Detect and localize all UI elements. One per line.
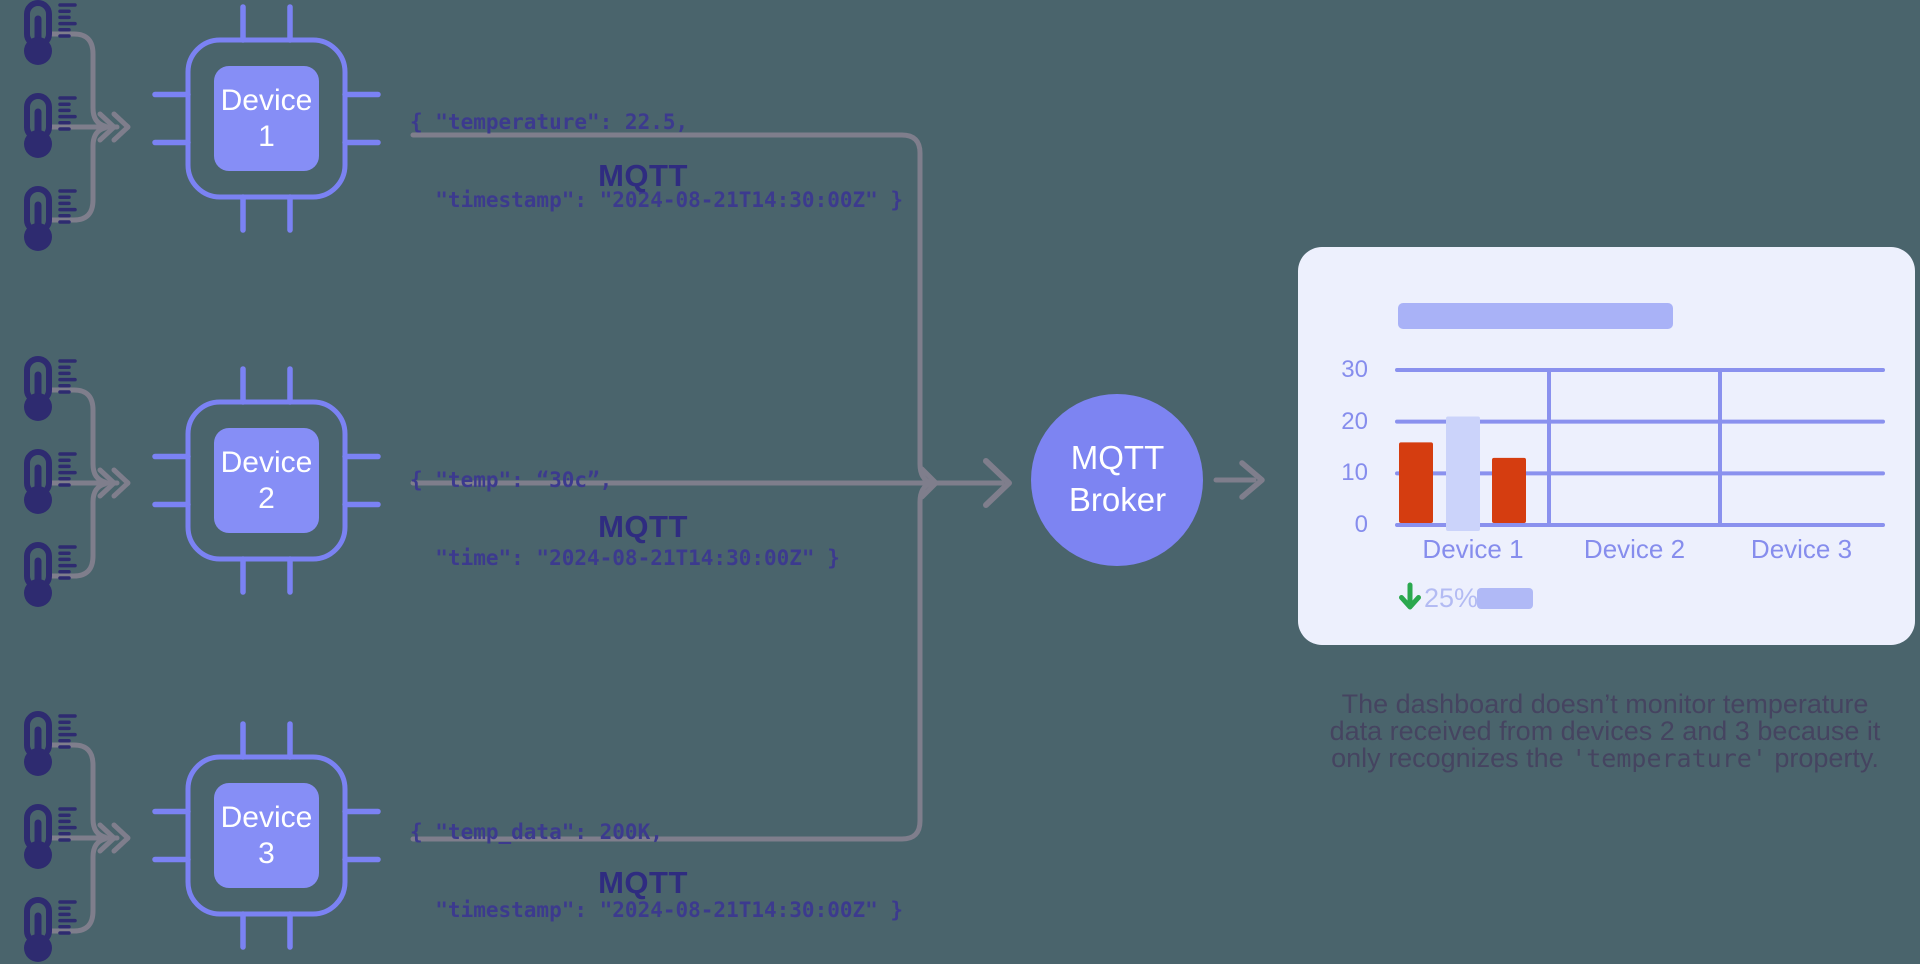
sensor-group xyxy=(24,356,131,607)
merge-arrow-icon xyxy=(97,467,131,499)
x-axis-category-label: Device 3 xyxy=(1750,534,1853,564)
dashboard-card xyxy=(1298,247,1915,645)
merge-arrow-icon xyxy=(97,111,131,143)
device-3-payload: { "temp_data": 200K, "timestamp": "2024-… xyxy=(410,767,903,964)
y-axis-tick-label: 0 xyxy=(1354,511,1368,538)
merge-arrow-icon xyxy=(919,466,939,500)
caption-line-3-prefix: only recognizes the xyxy=(1331,743,1572,773)
caption-line-2: data received from devices 2 and 3 becau… xyxy=(1329,716,1881,746)
merge-connector xyxy=(47,742,108,840)
broker-label-line2: Broker xyxy=(1068,481,1167,518)
x-axis-category-label: Device 1 xyxy=(1422,534,1524,564)
chart-bars xyxy=(1399,416,1526,531)
mqtt-protocol-label-1: MQTT xyxy=(598,158,688,193)
y-axis-tick-label: 20 xyxy=(1341,407,1368,435)
caption-line-1: The dashboard doesn’t monitor temperatur… xyxy=(1341,689,1869,719)
device-1-output-line xyxy=(410,132,934,486)
trend-down-arrow-icon xyxy=(1399,582,1421,610)
bar-reading-3 xyxy=(1492,457,1526,523)
payload-line: { "temp_data": 200K, xyxy=(410,820,663,844)
chip-outline xyxy=(185,37,348,200)
device-chip xyxy=(152,721,381,950)
sensor-group xyxy=(24,711,131,962)
chip-core xyxy=(214,66,319,171)
merge-connector xyxy=(47,387,108,485)
payload-line: "time": "2024-08-21T14:30:00Z" } xyxy=(410,546,840,570)
payload-line: "timestamp": "2024-08-21T14:30:00Z" } xyxy=(410,188,904,212)
merge-connector xyxy=(47,836,108,934)
mqtt-protocol-label-3: MQTT xyxy=(598,865,688,900)
caption-line-3: only recognizes the 'temperature' proper… xyxy=(1285,743,1920,773)
device-2-chip-label: Device 2 xyxy=(220,445,313,515)
caption-line-3-code: 'temperature' xyxy=(1571,744,1767,773)
bar-reading-2 xyxy=(1446,416,1480,531)
device-chip xyxy=(152,4,381,233)
thermometer-icon xyxy=(24,449,77,514)
chip-outline xyxy=(185,754,348,917)
thermometer-icon xyxy=(24,711,77,776)
merge-connector xyxy=(47,125,108,223)
payload-line: "timestamp": "2024-08-21T14:30:00Z" } xyxy=(410,898,904,922)
y-axis-tick-label: 30 xyxy=(1341,356,1368,383)
device-chip xyxy=(152,366,381,595)
thermometer-icon xyxy=(24,542,77,607)
mqtt-protocol-label-2: MQTT xyxy=(598,509,688,544)
caption: The dashboard doesn’t monitor temperatur… xyxy=(1285,689,1920,773)
merge-connector xyxy=(47,31,108,129)
thermometer-icon xyxy=(24,186,77,251)
payload-line: { "temp": “30c”, xyxy=(410,468,613,492)
device-3-chip-label: Device 3 xyxy=(220,800,313,870)
thermometer-icon xyxy=(24,356,77,421)
device-1-chip-label: Device 1 xyxy=(220,83,313,153)
trend-value: 25% xyxy=(1424,583,1479,613)
merge-connector xyxy=(47,481,108,579)
chart-title-placeholder xyxy=(1398,303,1673,329)
device-1-payload: { "temperature": 22.5, "timestamp": "202… xyxy=(410,57,903,265)
mqtt-broker-label: MQTT Broker xyxy=(1032,437,1203,521)
chip-core xyxy=(214,428,319,533)
mqtt-broker-circle xyxy=(1031,394,1203,566)
dashboard-arrow-icon xyxy=(1239,460,1265,500)
device-3-output-line xyxy=(410,480,934,842)
device-2-payload: { "temp": “30c”, "time": "2024-08-21T14:… xyxy=(410,415,840,623)
chip-core xyxy=(214,783,319,888)
thermometer-icon xyxy=(24,93,77,158)
x-axis-category-label: Device 2 xyxy=(1583,534,1686,564)
thermometer-icon xyxy=(24,897,77,962)
bar-reading-1 xyxy=(1399,442,1433,523)
thermometer-icon xyxy=(24,804,77,869)
trend-placeholder xyxy=(1477,588,1533,609)
y-axis-tick-label: 10 xyxy=(1341,459,1368,487)
payload-line: { "temperature": 22.5, xyxy=(410,110,689,134)
sensor-group xyxy=(24,0,131,251)
broker-label-line1: MQTT xyxy=(1070,439,1165,476)
thermometer-icon xyxy=(24,0,77,65)
merge-arrow-icon xyxy=(97,822,131,854)
caption-line-3-suffix: property. xyxy=(1766,743,1879,773)
broker-arrow-icon xyxy=(983,458,1012,508)
chip-outline xyxy=(185,399,348,562)
